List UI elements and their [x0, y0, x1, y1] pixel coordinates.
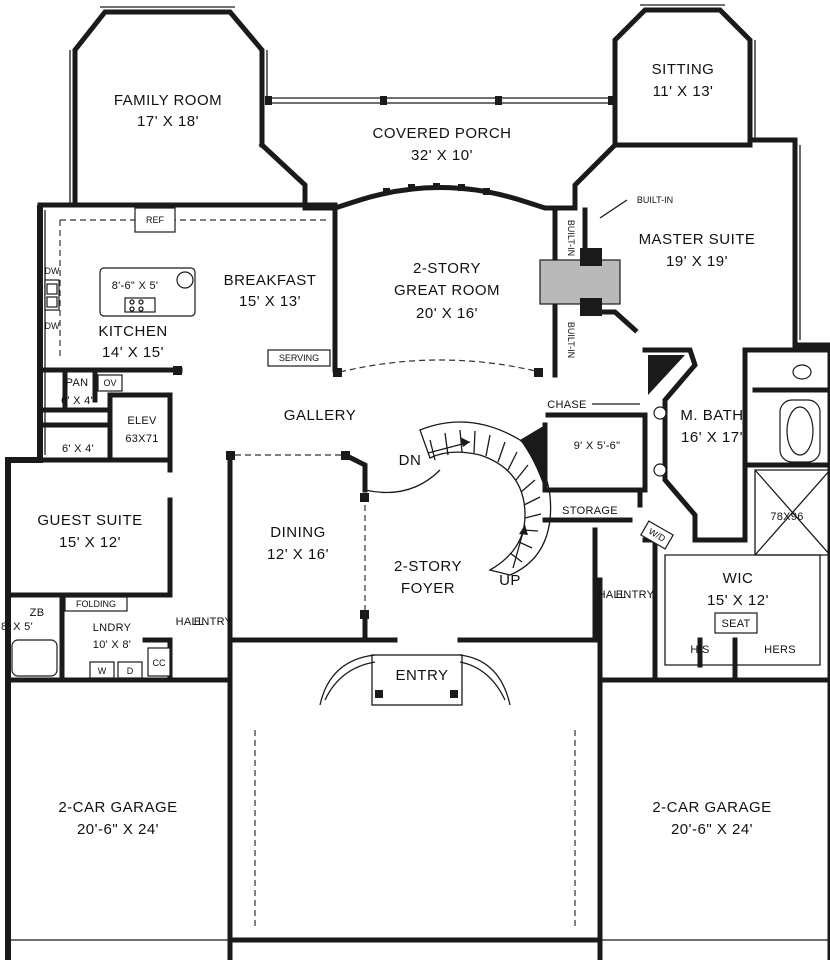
dw-bottom-label: DW: [45, 321, 60, 331]
foyer-line1: 2-STORY: [394, 558, 462, 575]
gallery-name: GALLERY: [284, 407, 356, 424]
refrigerator: [134, 207, 176, 233]
laundry-size: 10' X 8': [93, 639, 131, 651]
porch-rail: [268, 97, 612, 104]
ov-label: OV: [103, 378, 116, 388]
elevator-name: ELEV: [127, 415, 157, 427]
his-label: HIS: [690, 644, 709, 656]
hers-label: HERS: [764, 644, 796, 656]
pantry-name: PAN: [66, 377, 89, 389]
serving-label: SERVING: [279, 353, 319, 363]
entry-hall-right-line2: HALL: [598, 589, 627, 601]
built-in-top-label: BUILT-IN: [637, 195, 673, 205]
annotations: REF DW DW OV SERVING BUILT-IN BUILT-IN B…: [45, 195, 803, 677]
seat-label: SEAT: [721, 618, 750, 630]
master-suite-name: MASTER SUITE: [639, 231, 756, 248]
dining-name: DINING: [270, 524, 326, 541]
pantry-size: 6' X 4': [61, 395, 93, 407]
entry-steps: [319, 654, 511, 706]
family-room-name: FAMILY ROOM: [114, 92, 222, 109]
wic-size: 15' X 12': [707, 592, 769, 609]
kitchen-size: 14' X 15': [102, 344, 164, 361]
garage-left-name: 2-CAR GARAGE: [58, 799, 177, 816]
foyer-line2: FOYER: [401, 580, 455, 597]
garage-right-size: 20'-6" X 24': [671, 821, 753, 838]
chase-room-size: 9' X 5'-6": [574, 440, 621, 452]
w-label: W: [98, 666, 107, 676]
bath-small-line2: 8' X 5': [1, 621, 33, 633]
up-label: UP: [499, 572, 521, 589]
dining-size: 12' X 16': [267, 546, 329, 563]
covered-porch-name: COVERED PORCH: [372, 125, 511, 142]
elevator-size: 63X71: [125, 433, 158, 445]
dn-label: DN: [399, 452, 422, 469]
entry-hall-right-line1: ENTRY: [616, 589, 655, 601]
entry-hall-left-line1: ENTRY: [194, 616, 233, 628]
entry-name: ENTRY: [395, 667, 448, 684]
breakfast-size: 15' X 13': [239, 293, 301, 310]
kitchen-island: [99, 267, 196, 317]
wic-name: WIC: [723, 570, 754, 587]
fixtures: [11, 207, 821, 930]
island-size: 8'-6" X 5': [112, 280, 159, 292]
dw-top-label: DW: [45, 266, 60, 276]
cc-label: CC: [153, 658, 166, 668]
folding-label: FOLDING: [76, 599, 116, 609]
kitchen-name: KITCHEN: [98, 323, 167, 340]
m-bath-name: M. BATH: [680, 407, 743, 424]
master-suite-size: 19' X 19': [666, 253, 728, 270]
sitting-size: 11' X 13': [653, 83, 714, 100]
great-room-line2: GREAT ROOM: [394, 282, 500, 299]
storage-label: STORAGE: [562, 505, 618, 517]
covered-porch-size: 32' X 10': [411, 147, 473, 164]
chase-label: CHASE: [547, 399, 586, 411]
great-room-size: 20' X 16': [416, 305, 478, 322]
garage-right-name: 2-CAR GARAGE: [652, 799, 771, 816]
great-room-bay: [302, 185, 578, 211]
stair-outer: [419, 421, 552, 576]
room-labels: FAMILY ROOM 17' X 18' COVERED PORCH 32' …: [1, 61, 771, 838]
ref-label: REF: [146, 215, 165, 225]
built-in-left-label: BUILT-IN: [566, 220, 576, 256]
sitting-walls: [612, 7, 753, 148]
great-room-line1: 2-STORY: [413, 260, 481, 277]
family-room-walls: [72, 9, 265, 208]
m-bath-size: 16' X 17': [681, 429, 743, 446]
guest-suite-name: GUEST SUITE: [37, 512, 142, 529]
bath-small-line1: ZB: [30, 607, 45, 619]
closet-small-size: 6' X 4': [62, 443, 94, 455]
guest-suite-size: 15' X 12': [59, 534, 121, 551]
built-in-left2-label: BUILT-IN: [566, 322, 576, 358]
sitting-name: SITTING: [652, 61, 715, 78]
breakfast-name: BREAKFAST: [224, 272, 317, 289]
shower-label: 78X96: [770, 511, 803, 523]
laundry-name: LNDRY: [93, 622, 132, 634]
entry-hall-left-line2: HALL: [176, 616, 205, 628]
walls: [5, 4, 830, 960]
d-label: D: [127, 666, 134, 676]
garage-left-size: 20'-6" X 24': [77, 821, 159, 838]
family-room-size: 17' X 18': [137, 113, 199, 130]
